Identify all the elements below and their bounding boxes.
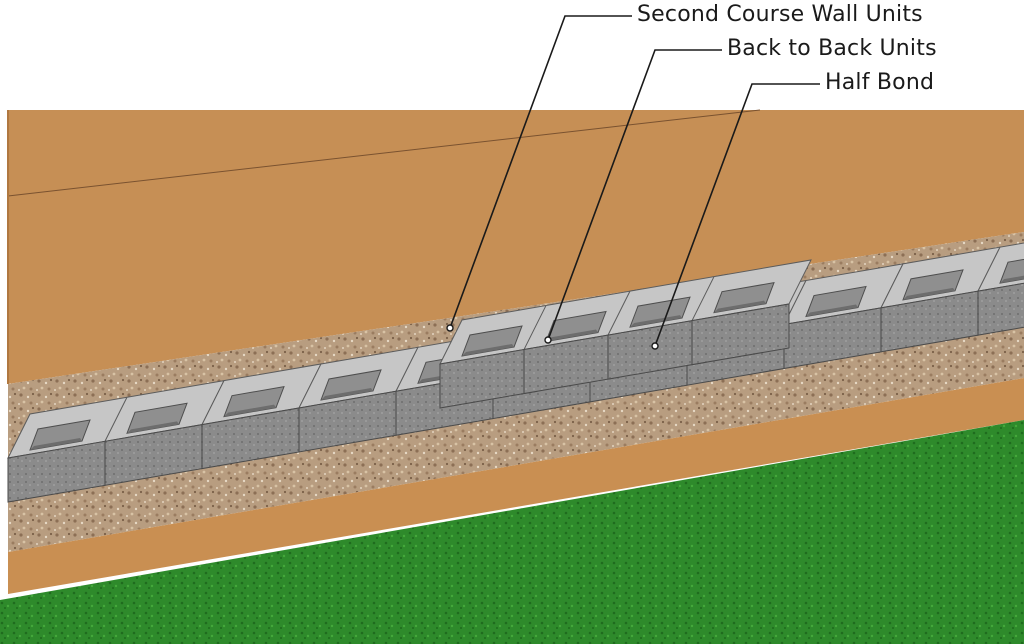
second-course-unit-2 — [523, 288, 644, 395]
second-course-unit-1-core-shadow — [462, 344, 514, 356]
leader-back-to-back — [547, 49, 722, 341]
first-course-unit-10-core-shadow — [903, 287, 955, 300]
callout-second-course-label: Second Course Wall Units — [637, 2, 923, 27]
second-course-unit-4-core-shadow — [714, 300, 766, 313]
first-course-unit-1-core-shadow — [30, 438, 82, 450]
second-course-unit-2-core-shadow — [546, 329, 598, 342]
first-course-unit-10 — [880, 246, 1001, 353]
first-course-unit-2-core — [126, 402, 188, 434]
leader-lines — [446, 15, 820, 350]
first-course-unit-9-core — [805, 285, 867, 318]
second-course-unit-4-core — [713, 282, 775, 314]
first-course-unit-4 — [298, 346, 419, 453]
backfill-soil — [8, 110, 1024, 384]
leader-back-to-back-dot — [544, 336, 552, 344]
leader-second-course — [449, 15, 632, 329]
first-course-unit-11 — [977, 242, 1024, 336]
grass-lawn — [0, 420, 1024, 644]
second-course-unit-4 — [691, 259, 812, 366]
first-course-unit-2-core-shadow — [127, 421, 179, 434]
callout-back-to-back-label: Back to Back Units — [727, 36, 937, 61]
second-course-unit-3-core-shadow — [630, 315, 682, 328]
first-course-unit-10-core — [902, 269, 964, 301]
first-course-unit-3 — [201, 363, 322, 470]
first-course-unit-9 — [783, 263, 904, 370]
lower-soil — [8, 378, 1024, 594]
first-course-unit-11-core-shadow — [1000, 275, 1024, 284]
first-course-unit-3-core-shadow — [224, 404, 276, 417]
first-course-unit-9-core-shadow — [806, 304, 858, 317]
leader-half-bond — [654, 83, 820, 347]
soil-edge-line — [7, 109, 761, 197]
second-course-unit-4-face — [691, 303, 790, 366]
first-course-unit-11-face — [977, 282, 1024, 336]
second-course-units — [439, 259, 812, 409]
second-course-unit-1 — [439, 302, 560, 409]
leader-second-course-dot — [446, 324, 454, 332]
leader-half-bond-dot — [651, 342, 659, 350]
first-course-unit-4-core-shadow — [321, 387, 373, 400]
callout-half-bond-label: Half Bond — [825, 70, 935, 95]
second-course-unit-2-core — [545, 310, 607, 343]
